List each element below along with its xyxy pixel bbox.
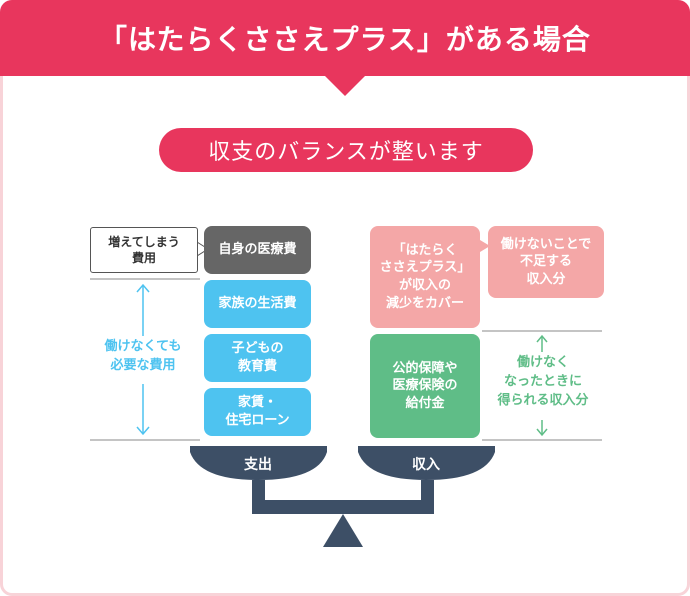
- header-banner: 「はたらくささえプラス」がある場合: [0, 0, 690, 76]
- expense-arrowhead-down: [136, 426, 150, 436]
- expense-arrowhead-up: [136, 283, 150, 293]
- scale-fulcrum: [323, 514, 363, 547]
- expense-item-education: 子どもの 教育費: [204, 334, 311, 382]
- plus-box-tail: [480, 240, 490, 252]
- expense-item-housing: 家賃・ 住宅ローン: [204, 388, 311, 436]
- increasing-cost-callout: 増えてしまう 費用: [90, 227, 198, 273]
- expense-side-label: 働けなくても 必要な費用: [95, 338, 191, 376]
- expense-pan: [190, 446, 327, 480]
- scale-beam: [252, 480, 434, 514]
- income-arrowhead-down: [536, 428, 548, 437]
- public-benefit-box: 公的保障や 医療保険の 給付金: [370, 334, 480, 438]
- income-pan: [358, 446, 495, 480]
- plus-coverage-box: 「はたらく ささえプラス」 が収入の 減少をカバー: [370, 226, 480, 328]
- header-pointer: [325, 76, 365, 96]
- income-pan-label: 収入: [412, 457, 440, 473]
- income-shortfall-box: 働けないことで 不足する 収入分: [488, 226, 604, 298]
- expense-item-medical: 自身の医療費: [204, 226, 311, 274]
- expense-pan-label: 支出: [244, 457, 272, 473]
- income-side-label: 働けなく なったときに 得られる収入分: [488, 354, 598, 411]
- income-arrowhead-up: [536, 334, 548, 343]
- subtitle-pill: 収支のバランスが整います: [159, 128, 533, 172]
- expense-item-living: 家族の生活費: [204, 280, 311, 328]
- header-title: 「はたらくささえプラス」がある場合: [99, 23, 591, 56]
